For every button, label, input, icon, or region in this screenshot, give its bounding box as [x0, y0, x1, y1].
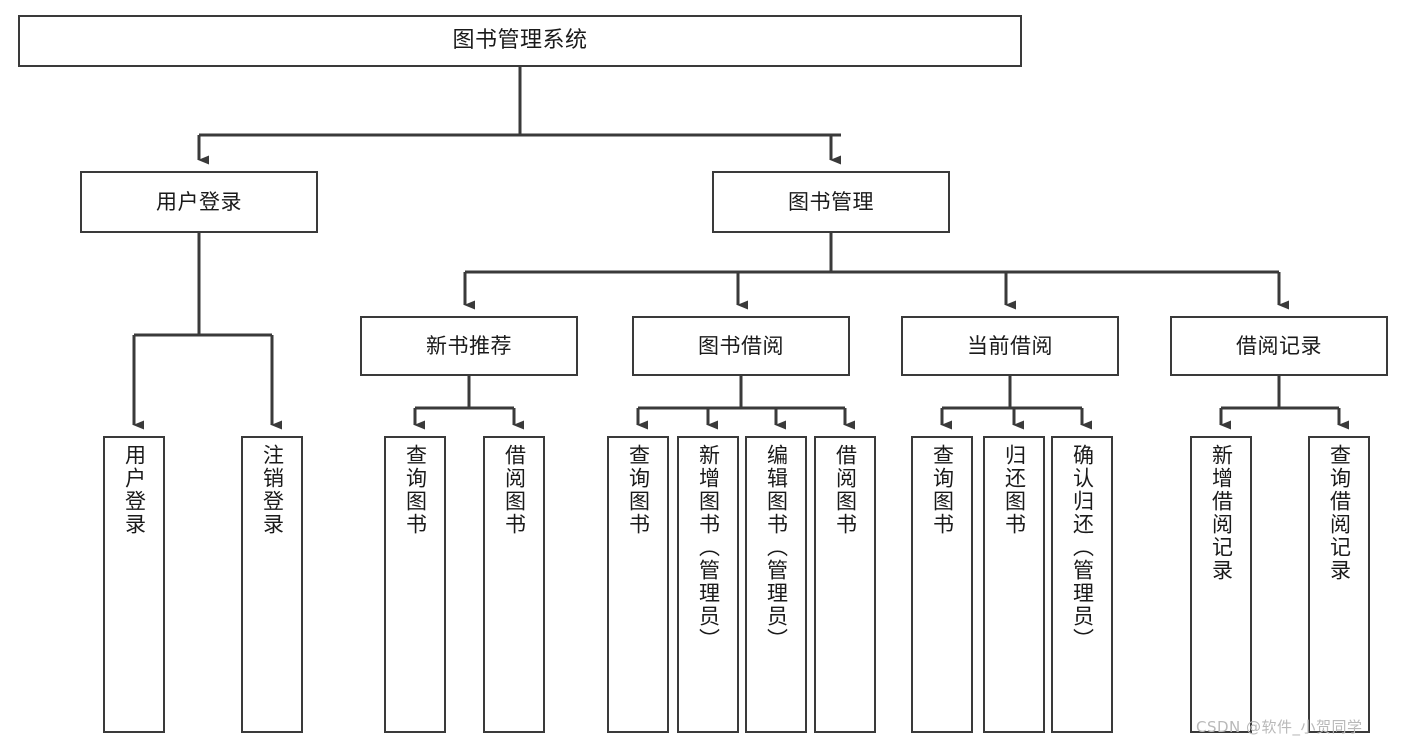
node-leaf-edit-book-admin[interactable]: 编辑图书（管理员） — [745, 436, 807, 733]
node-leaf-user-login[interactable]: 用户登录 — [103, 436, 165, 733]
node-user-login[interactable]: 用户登录 — [80, 171, 318, 233]
edge-root-to-level1 — [197, 67, 841, 165]
node-leaf-query-book-recommend[interactable]: 查询图书 — [384, 436, 446, 733]
edge-borrowrecord-to-leaves — [1219, 376, 1349, 430]
node-label: 用户登录 — [156, 189, 242, 214]
node-label: 借阅记录 — [1236, 333, 1322, 358]
edge-bookborrow-to-leaves — [636, 376, 855, 430]
node-label: 编辑图书（管理员） — [764, 444, 789, 651]
node-label: 归还图书 — [1002, 444, 1027, 536]
node-label: 查询借阅记录 — [1327, 444, 1352, 582]
node-leaf-borrow-book[interactable]: 借阅图书 — [814, 436, 876, 733]
node-leaf-logout[interactable]: 注销登录 — [241, 436, 303, 733]
node-label: 图书管理系统 — [452, 28, 588, 54]
edge-newbook-to-leaves — [413, 376, 524, 430]
node-borrow-record[interactable]: 借阅记录 — [1170, 316, 1388, 376]
node-label: 用户登录 — [122, 444, 147, 536]
node-label: 图书管理 — [788, 189, 874, 214]
edge-userlogin-to-leaves — [132, 233, 282, 430]
edge-bookmanagement-to-level2 — [463, 233, 1289, 310]
node-label: 借阅图书 — [502, 444, 527, 536]
node-label: 当前借阅 — [967, 333, 1053, 358]
node-leaf-query-borrow-record[interactable]: 查询借阅记录 — [1308, 436, 1370, 733]
node-leaf-add-book-admin[interactable]: 新增图书（管理员） — [677, 436, 739, 733]
node-book-borrow[interactable]: 图书借阅 — [632, 316, 850, 376]
node-book-management-system[interactable]: 图书管理系统 — [18, 15, 1022, 67]
node-label: 查询图书 — [626, 444, 651, 536]
edge-currentborrow-to-leaves — [940, 376, 1092, 430]
node-label: 查询图书 — [403, 444, 428, 536]
csdn-watermark: CSDN @软件_小贺同学 — [1196, 718, 1363, 736]
node-current-borrow[interactable]: 当前借阅 — [901, 316, 1119, 376]
node-new-book-recommend[interactable]: 新书推荐 — [360, 316, 578, 376]
node-label: 注销登录 — [260, 444, 285, 536]
node-label: 图书借阅 — [698, 333, 784, 358]
node-label: 新书推荐 — [426, 333, 512, 358]
node-book-management[interactable]: 图书管理 — [712, 171, 950, 233]
node-label: 确认归还（管理员） — [1070, 444, 1095, 651]
node-leaf-return-book[interactable]: 归还图书 — [983, 436, 1045, 733]
node-label: 新增借阅记录 — [1209, 444, 1234, 582]
node-label: 新增图书（管理员） — [696, 444, 721, 651]
node-leaf-query-book-current[interactable]: 查询图书 — [911, 436, 973, 733]
node-leaf-borrow-book-recommend[interactable]: 借阅图书 — [483, 436, 545, 733]
node-label: 查询图书 — [930, 444, 955, 536]
node-label: 借阅图书 — [833, 444, 858, 536]
node-leaf-confirm-return-admin[interactable]: 确认归还（管理员） — [1051, 436, 1113, 733]
node-leaf-query-book-borrow[interactable]: 查询图书 — [607, 436, 669, 733]
node-leaf-add-borrow-record[interactable]: 新增借阅记录 — [1190, 436, 1252, 733]
